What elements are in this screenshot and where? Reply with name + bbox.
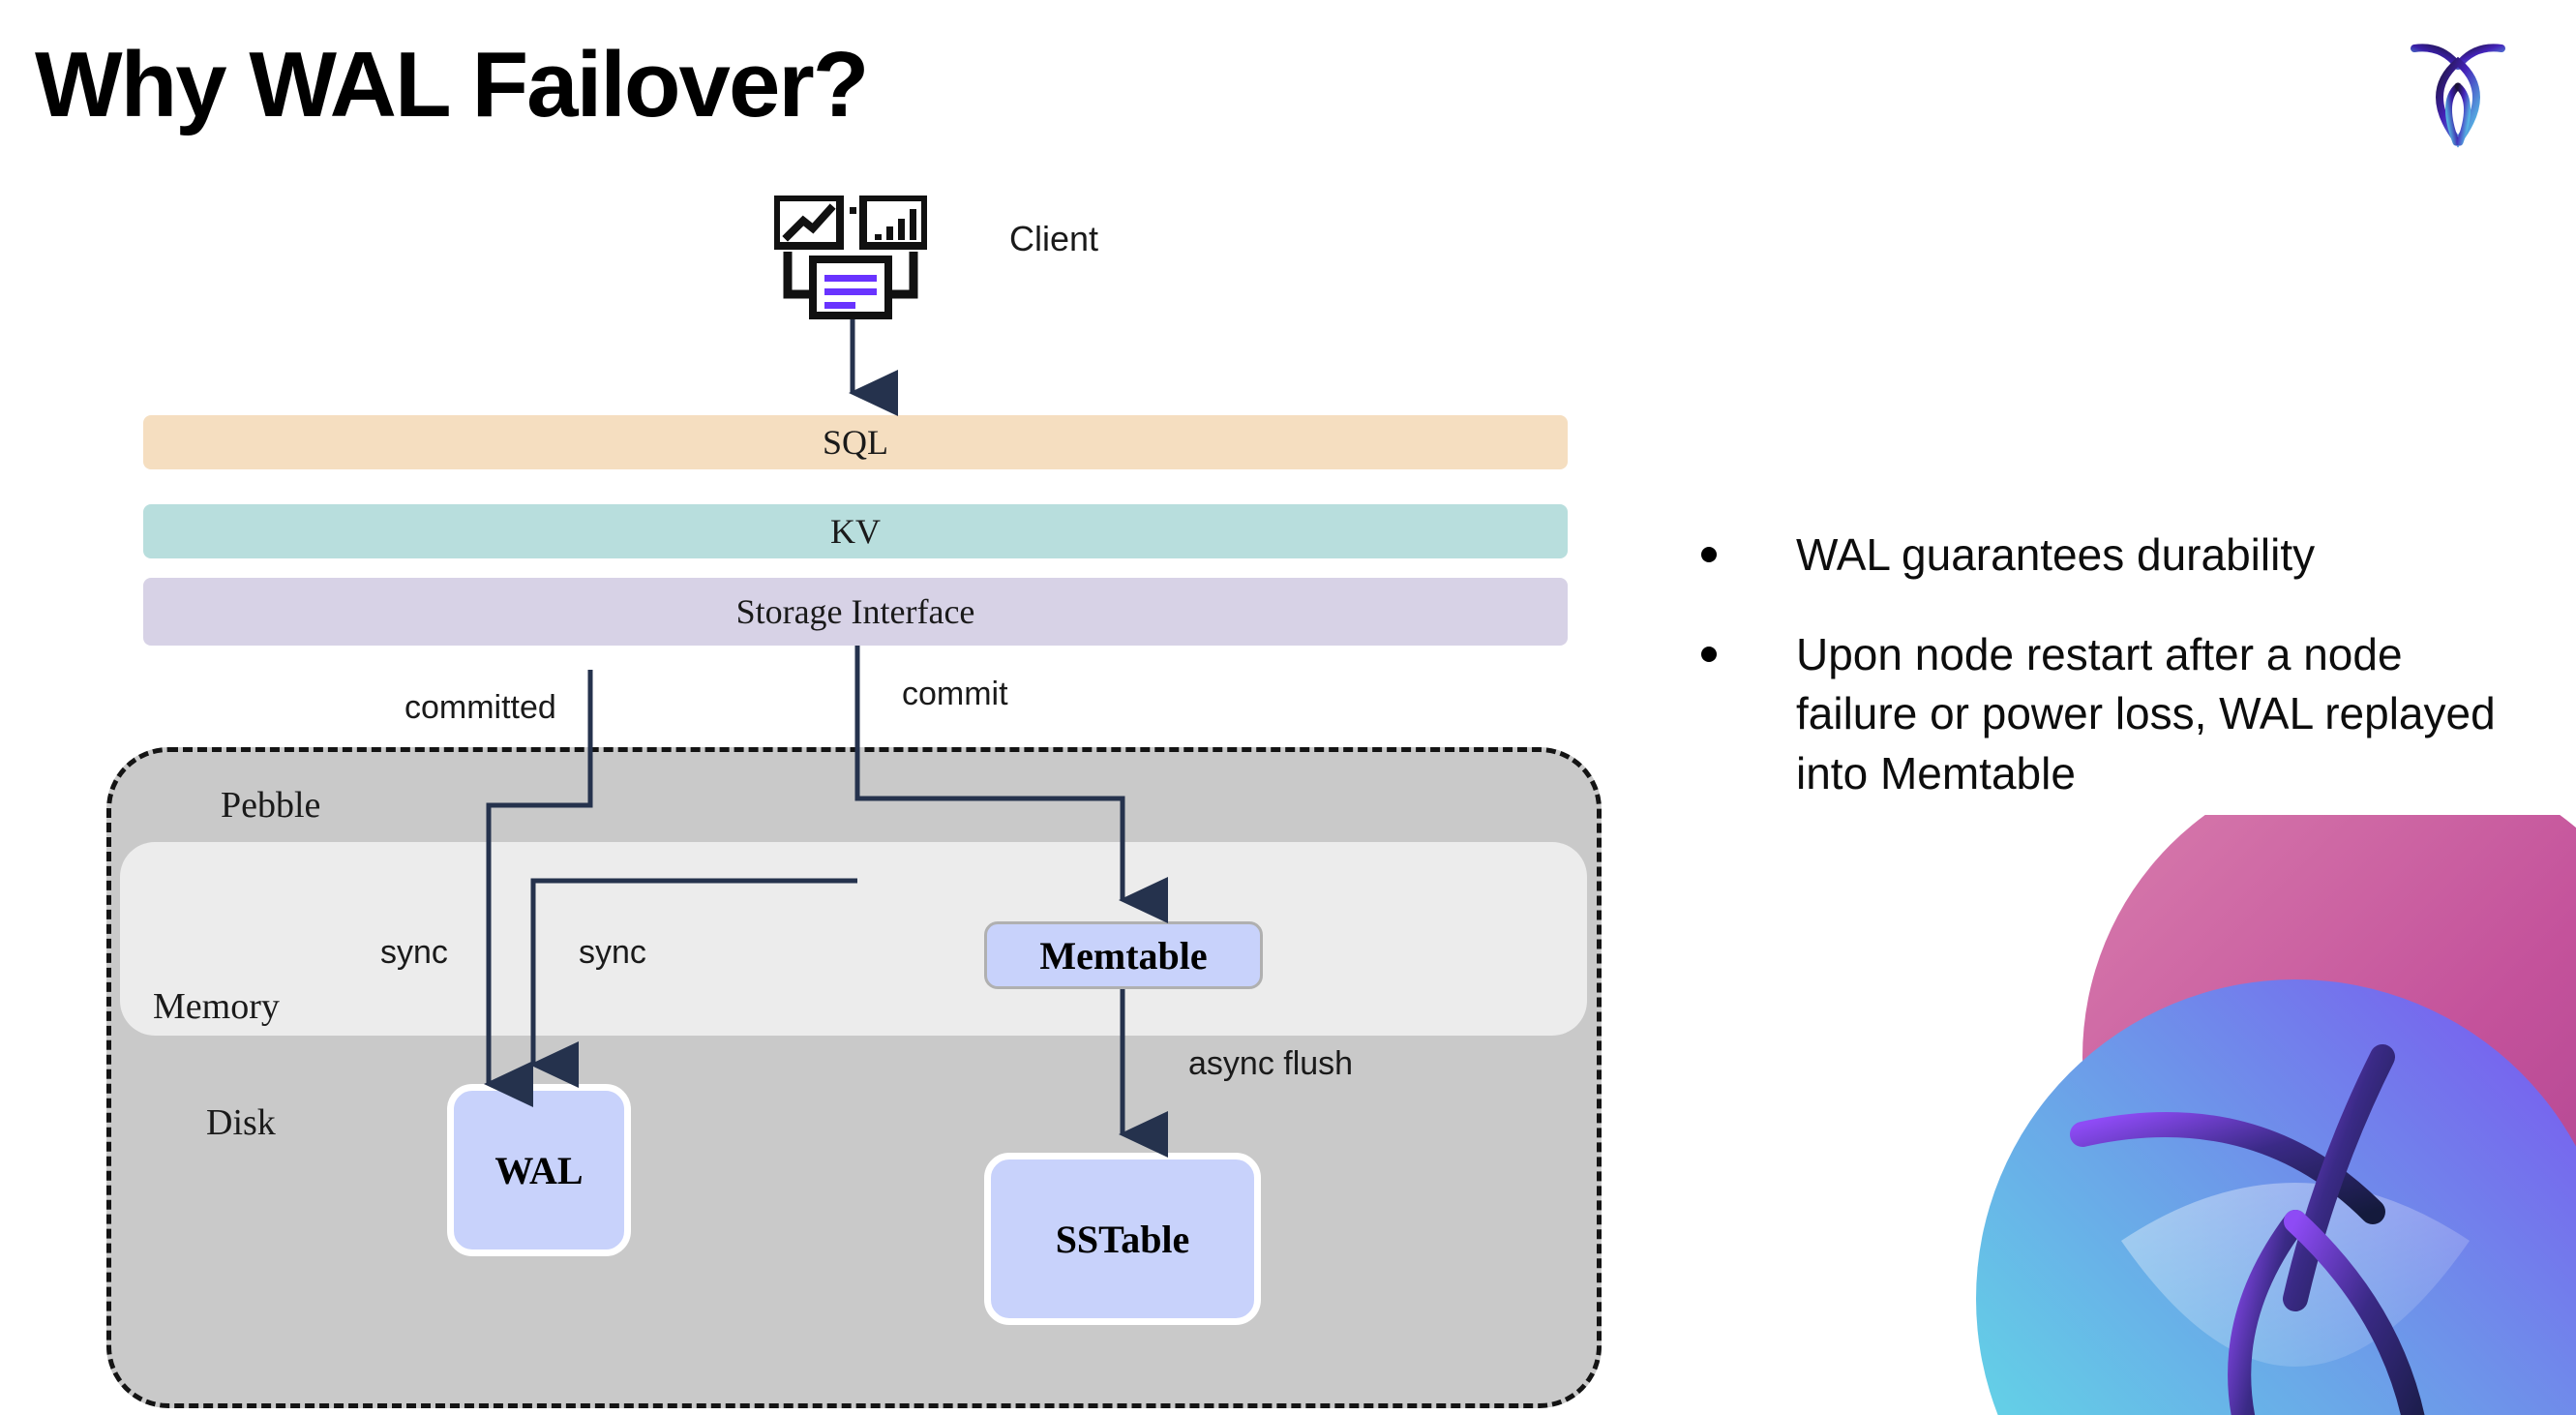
node-label-wal: WAL bbox=[494, 1148, 584, 1192]
node-wal: WAL bbox=[447, 1084, 631, 1256]
layer-bar-sql: SQL bbox=[143, 415, 1568, 469]
node-label-sstable: SSTable bbox=[1055, 1217, 1190, 1261]
client-label: Client bbox=[1009, 219, 1099, 258]
architecture-diagram: Client SQL KV Storage Interface Pebble M… bbox=[106, 196, 1602, 1408]
layer-bar-kv: KV bbox=[143, 504, 1568, 558]
list-item: Upon node restart after a node failure o… bbox=[1701, 625, 2533, 803]
bullet-dot-icon bbox=[1701, 547, 1717, 562]
layer-label-storage-interface: Storage Interface bbox=[735, 592, 975, 631]
layer-bar-storage-interface: Storage Interface bbox=[143, 578, 1568, 646]
layer-label-sql: SQL bbox=[822, 423, 888, 462]
bullet-text: Upon node restart after a node failure o… bbox=[1796, 629, 2496, 798]
cockroachdb-logo-icon bbox=[2411, 44, 2505, 148]
bullet-text: WAL guarantees durability bbox=[1796, 529, 2316, 580]
memory-label: Memory bbox=[153, 986, 280, 1027]
edge-label-async-flush: async flush bbox=[1188, 1045, 1354, 1082]
cockroachdb-watermark-icon bbox=[1976, 815, 2576, 1415]
pebble-label: Pebble bbox=[221, 785, 321, 826]
edge-label-commit: commit bbox=[902, 676, 1008, 712]
edge-label-sync-2: sync bbox=[579, 934, 646, 971]
client-dashboard-icon bbox=[774, 196, 927, 319]
bullet-dot-icon bbox=[1701, 647, 1717, 663]
disk-label: Disk bbox=[206, 1102, 276, 1143]
page-title: Why WAL Failover? bbox=[35, 33, 869, 136]
node-label-memtable: Memtable bbox=[1039, 933, 1208, 978]
layer-label-kv: KV bbox=[830, 512, 881, 551]
memory-region bbox=[120, 842, 1587, 1036]
node-memtable: Memtable bbox=[984, 921, 1263, 989]
list-item: WAL guarantees durability bbox=[1701, 526, 2533, 585]
edge-label-sync-1: sync bbox=[380, 934, 448, 971]
bullet-list: WAL guarantees durability Upon node rest… bbox=[1701, 526, 2533, 844]
node-sstable: SSTable bbox=[984, 1153, 1261, 1325]
edge-label-committed: committed bbox=[404, 689, 556, 726]
